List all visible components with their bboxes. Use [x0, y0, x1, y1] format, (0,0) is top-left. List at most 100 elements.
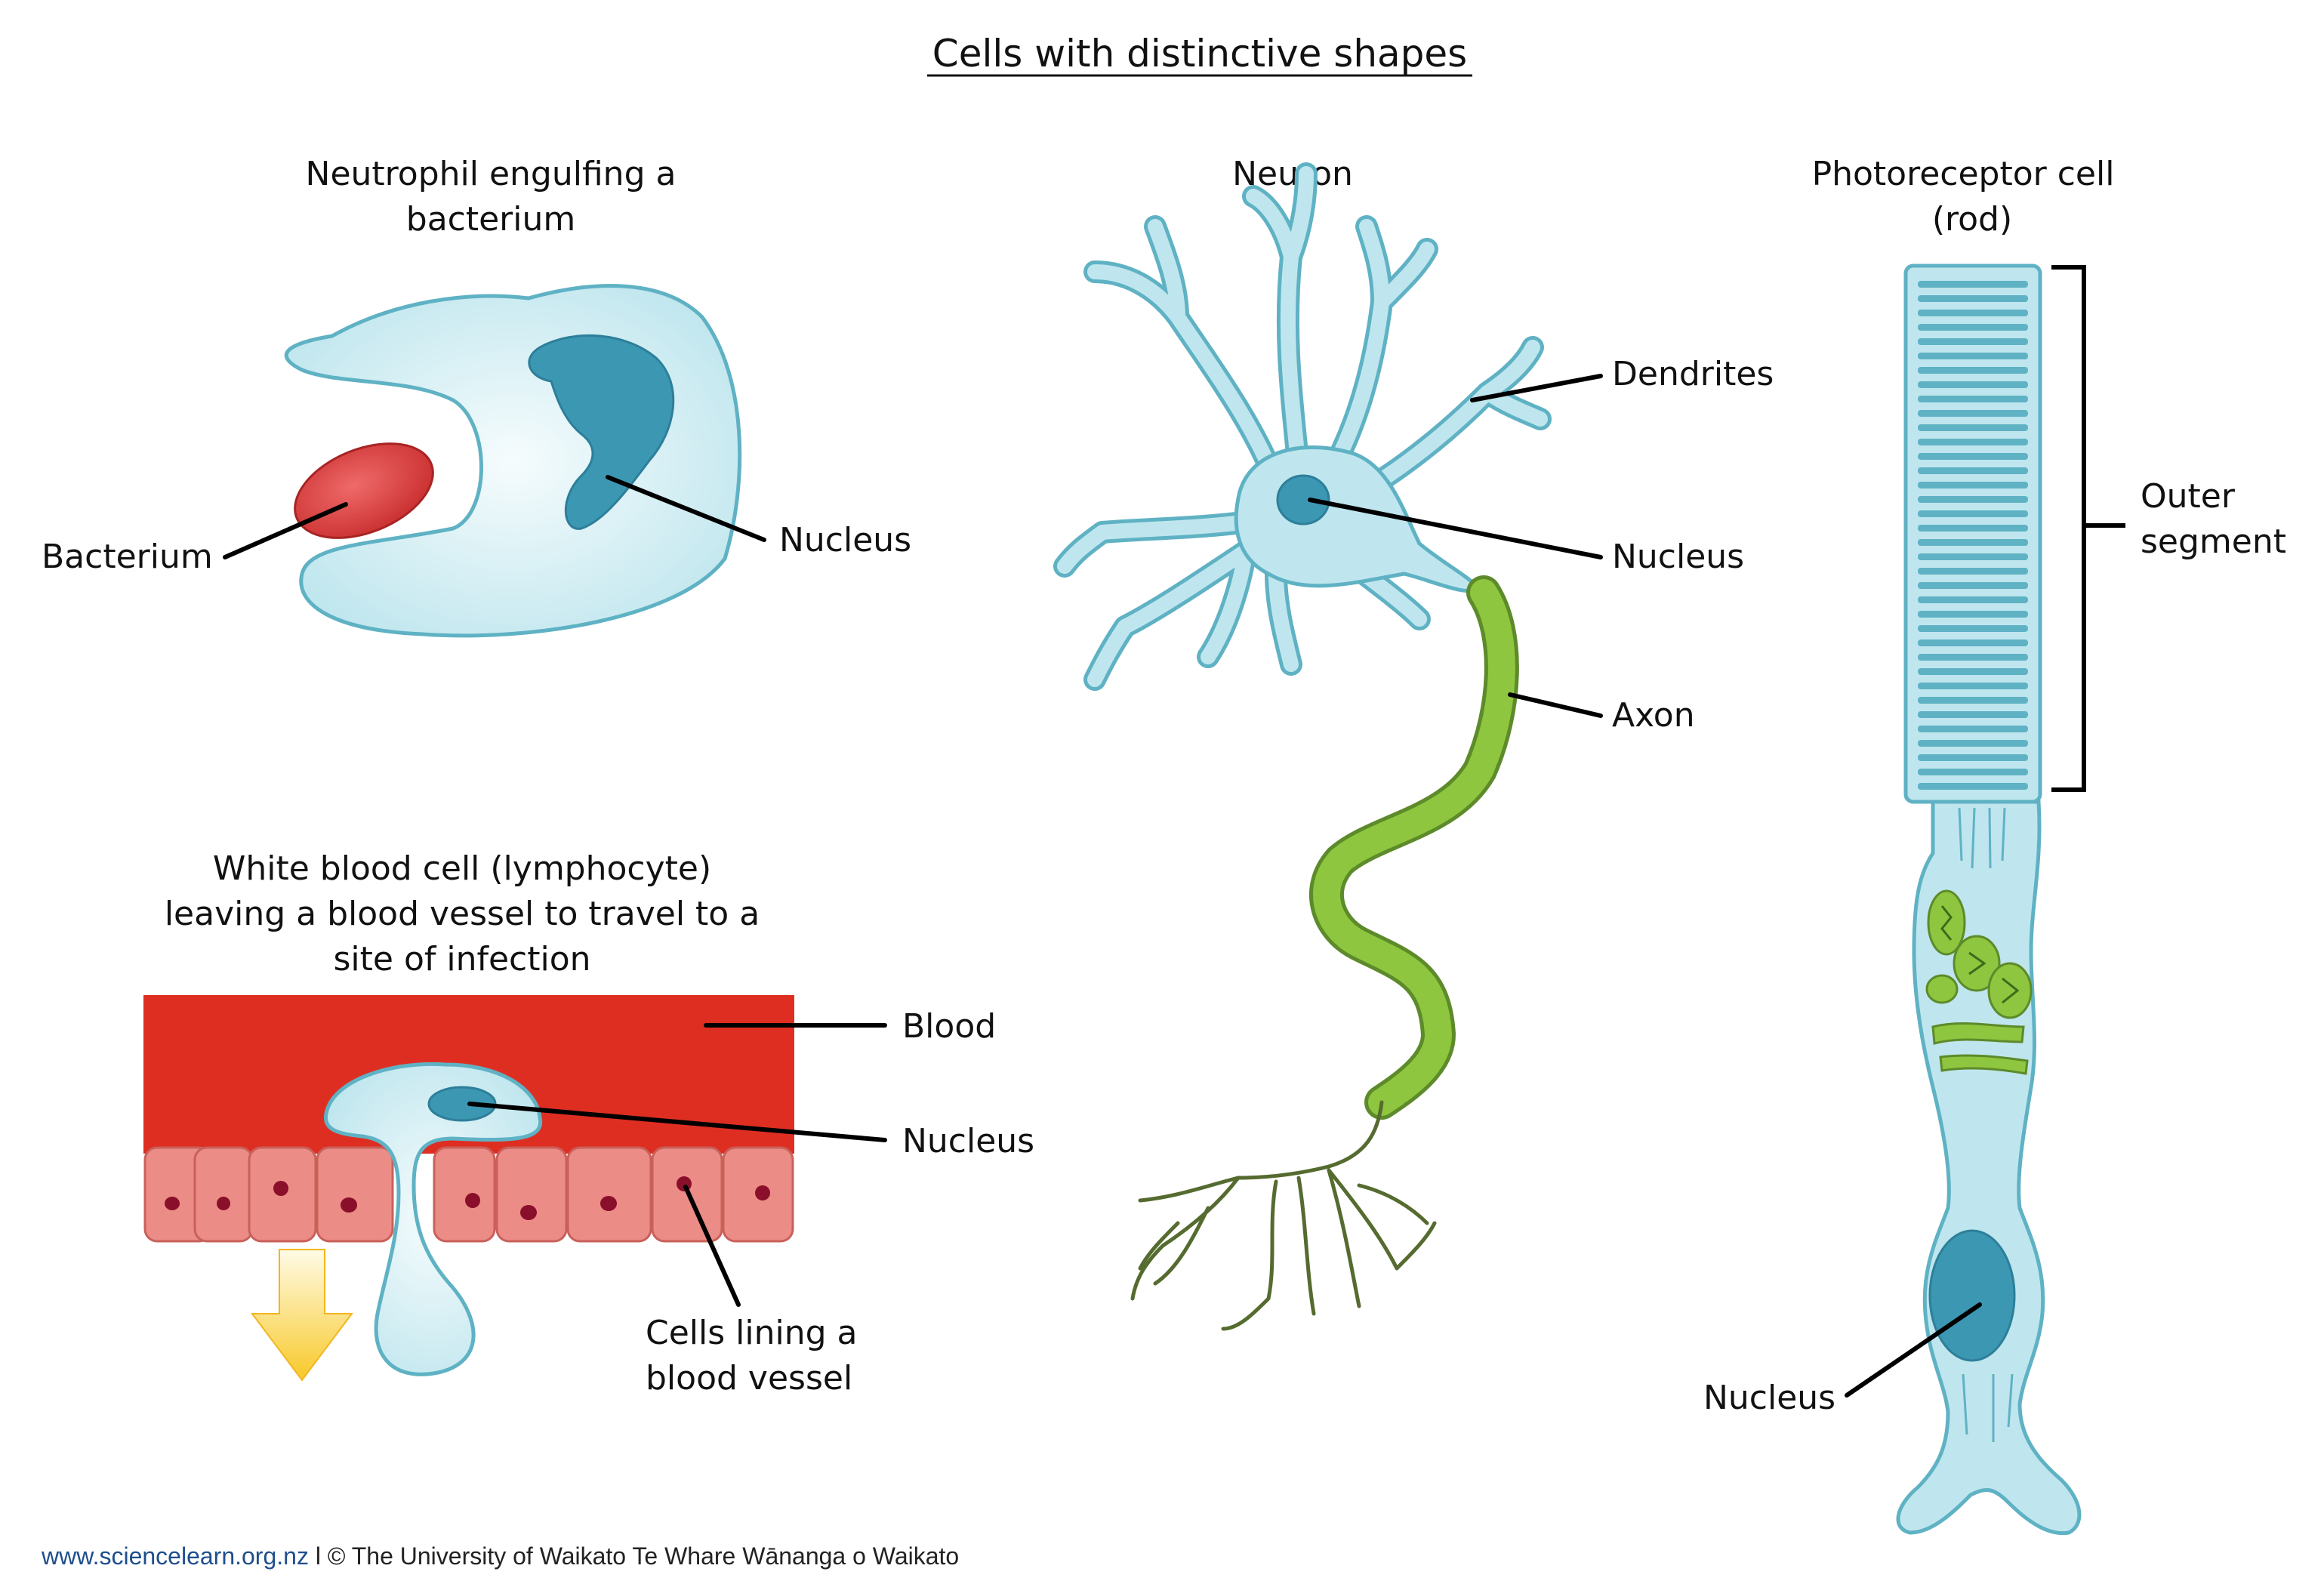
- exit-arrow-icon: [251, 1249, 353, 1382]
- rod-disc: [1918, 654, 2028, 661]
- footer-text: www.sciencelearn.org.nz l © The Universi…: [41, 1542, 959, 1570]
- neuron-nucleus-leader: [1308, 498, 1603, 559]
- rod-disc: [1918, 639, 2028, 646]
- axon-terminals: [1130, 1100, 1437, 1331]
- rod-disc: [1918, 439, 2028, 445]
- outer-segment-label-line-2: segment: [2141, 522, 2286, 561]
- rod-disc: [1918, 482, 2028, 488]
- neuron-axon-sheath: [1313, 579, 1515, 1116]
- neuron-nucleus: [1276, 474, 1330, 525]
- blood-label: Blood: [902, 1007, 996, 1046]
- neuron-nucleus-label: Nucleus: [1612, 538, 1744, 576]
- lining-cell-nucleus: [217, 1197, 230, 1210]
- lining-leader: [683, 1185, 741, 1307]
- rod-disc: [1918, 381, 2028, 388]
- rod-disc: [1918, 740, 2028, 747]
- lining-nuclei: [165, 1176, 770, 1220]
- rod-disc: [1918, 711, 2028, 718]
- mitochondrion: [1987, 962, 2033, 1019]
- lining-cell-nucleus: [273, 1181, 288, 1196]
- photoreceptor-heading-line-2: (rod): [1932, 200, 2012, 239]
- lining-cell: [433, 1146, 496, 1243]
- lining-cell: [316, 1146, 394, 1243]
- rod-disc: [1918, 726, 2028, 732]
- lining-cell: [566, 1146, 652, 1243]
- rod-disc: [1918, 338, 2028, 345]
- rod-disc: [1918, 295, 2028, 302]
- rod-outer-segment: [1903, 263, 2042, 804]
- neuron-cell-body: [1234, 445, 1484, 593]
- outer-segment-label-line-1: Outer: [2141, 477, 2236, 516]
- bacterium-leader: [223, 502, 348, 559]
- footer-separator: l: [309, 1542, 328, 1570]
- neutrophil-nucleus-label: Nucleus: [779, 521, 911, 559]
- lining-label-line-2: blood vessel: [646, 1359, 852, 1398]
- neutrophil-nucleus: [528, 334, 675, 530]
- lining-cell-nucleus: [520, 1205, 537, 1220]
- rod-nucleus: [1928, 1229, 2016, 1362]
- rod-disc: [1918, 596, 2028, 603]
- lymphocyte-nucleus-leader: [467, 1102, 887, 1142]
- footer-url[interactable]: www.sciencelearn.org.nz: [41, 1542, 309, 1570]
- rod-mitochondria: [1925, 889, 2033, 1075]
- rod-disc: [1918, 281, 2028, 288]
- lymphocyte-panel: White blood cell (lymphocyte) leaving a …: [143, 849, 1034, 1398]
- rod-disc: [1918, 539, 2028, 546]
- neutrophil-heading-line-2: bacterium: [406, 200, 575, 239]
- neutrophil-nucleus-leader: [606, 475, 766, 542]
- neuron-dendrites: [1053, 162, 1552, 691]
- rod-disc: [1918, 553, 2028, 560]
- mitochondrion: [1953, 935, 2001, 992]
- lining-cell-nucleus: [465, 1193, 480, 1208]
- rod-disc: [1918, 453, 2028, 460]
- bacterium: [294, 442, 434, 539]
- rod-mitochondria-cristae: [1940, 905, 2020, 1004]
- rod-disc: [1918, 668, 2028, 675]
- lining-cell-nucleus: [600, 1196, 617, 1211]
- rod-disc: [1918, 754, 2028, 761]
- dendrites-label: Dendrites: [1612, 355, 1774, 393]
- rod-discs: [1918, 281, 2028, 790]
- lining-cell: [193, 1146, 254, 1243]
- lymphocyte-heading-line-1: White blood cell (lymphocyte): [213, 849, 711, 888]
- rod-disc: [1918, 310, 2028, 316]
- neutrophil-heading-line-1: Neutrophil engulfing a: [306, 155, 677, 193]
- rod-disc: [1918, 783, 2028, 790]
- rod-disc: [1918, 769, 2028, 775]
- rod-disc: [1918, 625, 2028, 632]
- rod-disc: [1918, 367, 2028, 374]
- diagram-title: Cells with distinctive shapes: [927, 32, 1472, 77]
- lining-cell: [495, 1146, 568, 1243]
- title-text: Cells with distinctive shapes: [932, 32, 1467, 76]
- rod-disc: [1918, 353, 2028, 359]
- axon-leader: [1508, 692, 1603, 718]
- neutrophil-panel: Neutrophil engulfing a bacterium Bacteri…: [42, 155, 911, 638]
- rod-nucleus-label: Nucleus: [1703, 1379, 1835, 1417]
- lymphocyte-cell: [323, 1062, 543, 1376]
- rod-disc: [1918, 525, 2028, 532]
- axon-label: Axon: [1612, 696, 1695, 735]
- lymphocyte-heading-line-3: site of infection: [334, 940, 591, 978]
- rod-disc: [1918, 467, 2028, 474]
- lining-cell-nucleus: [755, 1185, 770, 1200]
- rod-disc: [1918, 611, 2028, 618]
- golgi: [1931, 1022, 2025, 1045]
- rod-disc: [1918, 396, 2028, 402]
- neuron-panel: Neuron: [1053, 155, 1774, 1331]
- rod-disc: [1918, 324, 2028, 331]
- rod-disc: [1918, 496, 2028, 503]
- rod-nucleus-leader: [1845, 1302, 1982, 1398]
- rod-inner-body: [1896, 800, 2082, 1536]
- photoreceptor-heading-line-1: Photoreceptor cell: [1812, 155, 2115, 193]
- lymphocyte-heading-line-2: leaving a blood vessel to travel to a: [165, 895, 760, 933]
- rod-disc: [1918, 697, 2028, 704]
- rod-disc: [1918, 568, 2028, 575]
- lining-cell-nucleus: [341, 1197, 357, 1213]
- rod-disc: [1918, 683, 2028, 689]
- footer-credit: © The University of Waikato Te Whare Wān…: [328, 1542, 959, 1570]
- bacterium-label: Bacterium: [42, 538, 213, 576]
- lymphocyte-nucleus-label: Nucleus: [902, 1122, 1034, 1160]
- photoreceptor-panel: Photoreceptor cell (rod): [1703, 155, 2286, 1536]
- lining-cell-nucleus: [677, 1176, 692, 1191]
